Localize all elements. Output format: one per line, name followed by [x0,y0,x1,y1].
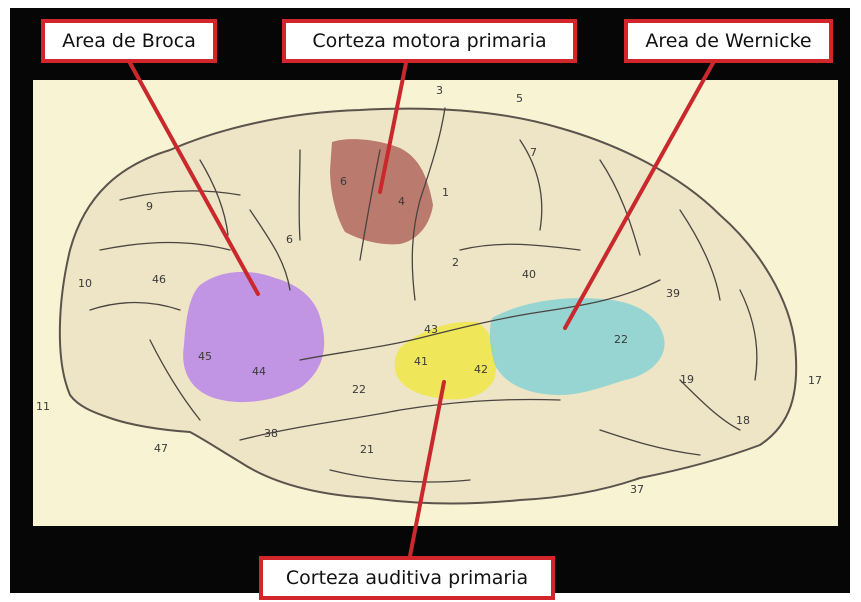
area-number: 22 [614,333,628,346]
area-number: 2 [452,256,459,269]
wernicke-area-label: Area de Wernicke [624,19,833,63]
area-number: 37 [630,483,644,496]
area-number: 11 [36,400,50,413]
area-number: 21 [360,443,374,456]
area-number: 18 [736,414,750,427]
area-number: 40 [522,268,536,281]
area-number: 44 [252,365,266,378]
area-number: 7 [530,146,537,159]
area-number: 43 [424,323,438,336]
area-number: 17 [808,374,822,387]
area-number: 6 [340,175,347,188]
area-number: 10 [78,277,92,290]
area-number: 1 [442,186,449,199]
area-number: 9 [146,200,153,213]
area-number: 46 [152,273,166,286]
area-number: 42 [474,363,488,376]
area-number: 3 [436,84,443,97]
brain-outline [60,109,796,504]
area-number: 47 [154,442,168,455]
primary-motor-cortex-label: Corteza motora primaria [282,19,577,63]
area-number: 41 [414,355,428,368]
area-number: 4 [398,195,405,208]
area-number: 22 [352,383,366,396]
area-number: 38 [264,427,278,440]
area-number: 6 [286,233,293,246]
area-number: 45 [198,350,212,363]
area-number: 39 [666,287,680,300]
area-number: 5 [516,92,523,105]
broca-area-label: Area de Broca [41,19,217,63]
primary-auditory-cortex-label: Corteza auditiva primaria [259,556,555,600]
area-number: 19 [680,373,694,386]
